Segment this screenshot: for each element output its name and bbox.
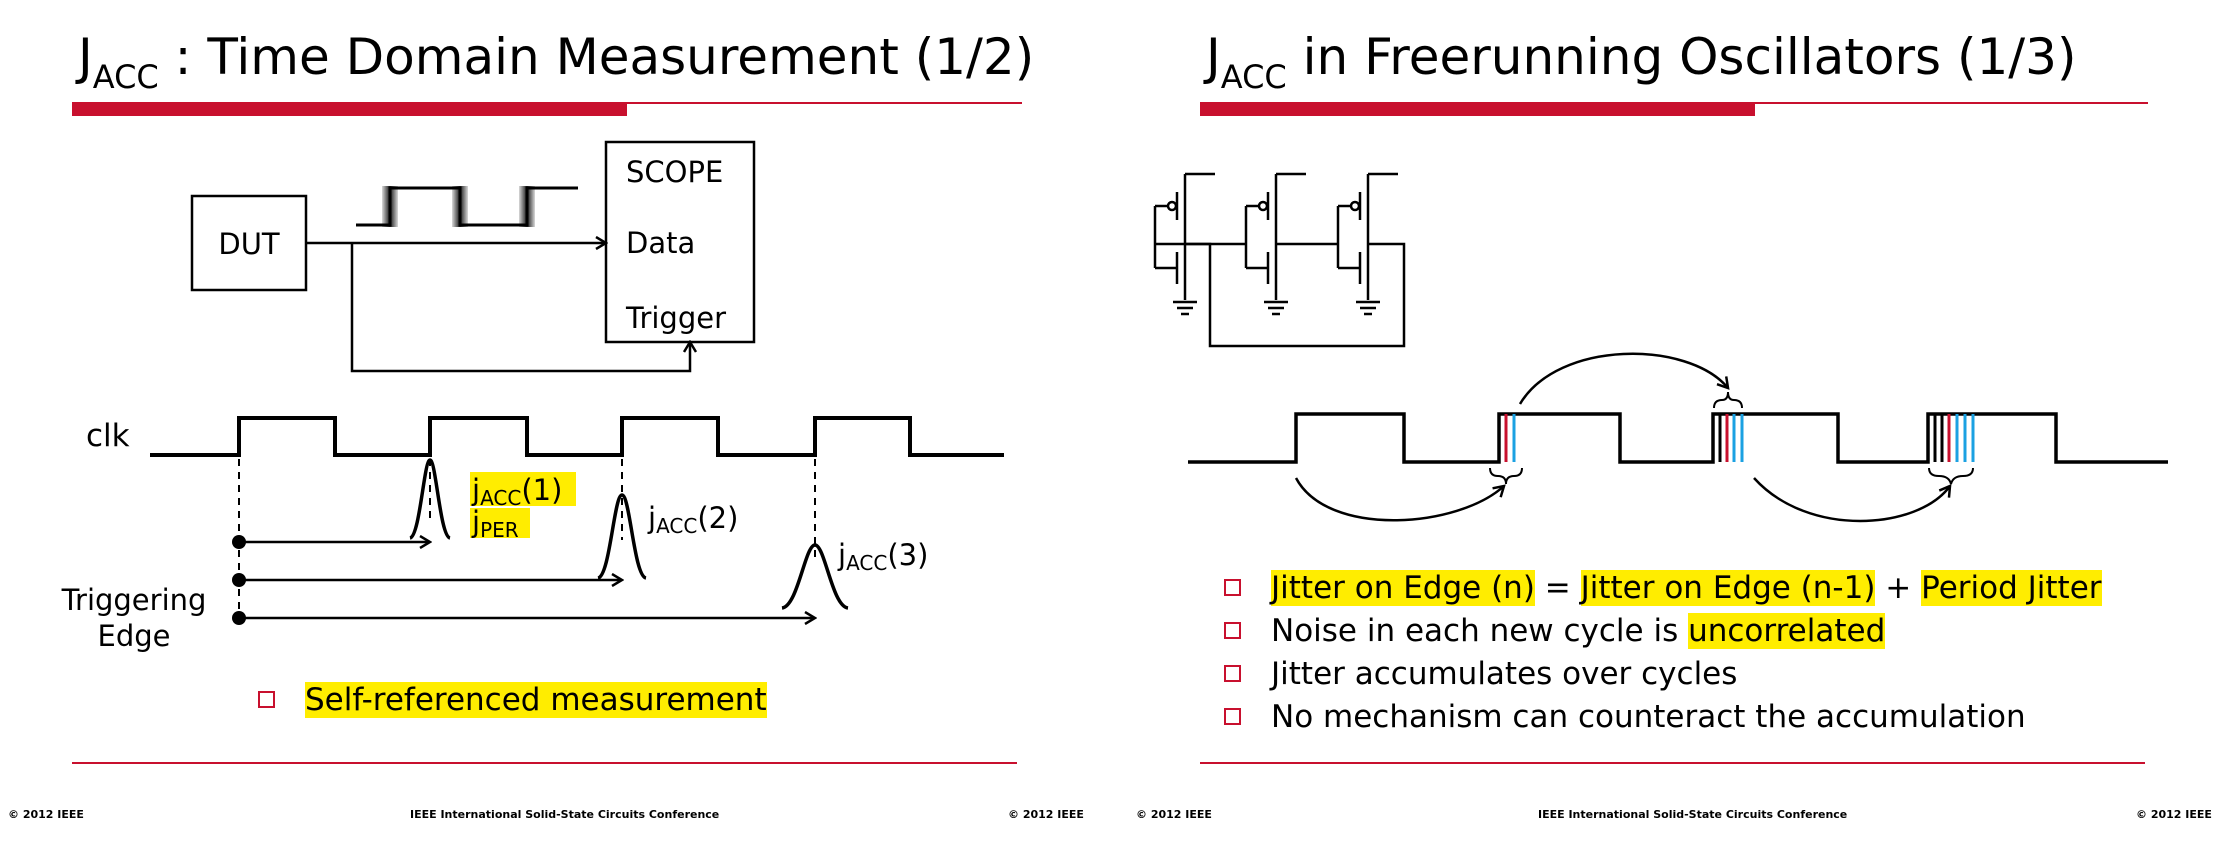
bullet-item-2: Noise in each new cycle is uncorrelated	[1224, 611, 1886, 651]
highlight-period-jitter: Period Jitter	[1921, 570, 2102, 606]
title-accent-bar	[72, 103, 627, 116]
dut-block: DUT	[190, 194, 308, 292]
scope-block: SCOPE Data Trigger	[604, 140, 756, 344]
jitter-edge-group-3	[1926, 414, 1975, 462]
bullet-text: No mechanism can counteract the accumula…	[1271, 699, 2026, 735]
bullet-item: Self-referenced measurement	[258, 680, 767, 720]
equals-sign: =	[1534, 570, 1581, 606]
trigger-dots	[232, 535, 246, 625]
highlight-edge-n-1: Jitter on Edge (n-1)	[1580, 570, 1876, 606]
clk-label: clk	[86, 418, 130, 454]
jitter-distributions	[408, 458, 849, 610]
scope-label: SCOPE	[626, 155, 723, 189]
accumulation-arrows	[1294, 352, 1952, 523]
highlight-edge-n: Jitter on Edge (n)	[1271, 570, 1535, 606]
bottom-rule	[72, 762, 1017, 764]
oscillator-waveform	[1188, 412, 2168, 464]
jacc2-label: jACC(2)	[647, 501, 738, 538]
jacc3-label: jACC(3)	[837, 538, 928, 575]
jacc1-highlight	[470, 472, 576, 506]
ring-oscillator-schematic	[1153, 172, 1406, 348]
dut-label: DUT	[218, 227, 280, 261]
footer-copyright-right: © 2012 IEEE	[2136, 808, 2212, 821]
jitter-edge-group-1	[1497, 414, 1516, 462]
slide-right: JACC in Freerunning Oscillators (1/3)	[1128, 0, 2220, 851]
triggering-edge-label-1: Triggering	[61, 583, 207, 617]
bullet-box-icon	[1224, 665, 1241, 682]
trigger-label: Trigger	[625, 301, 726, 335]
jitter-braces	[1489, 391, 1974, 485]
bullet-text: Self-referenced measurement	[305, 682, 767, 718]
trigger-arrows	[239, 542, 815, 618]
bullet-item-3: Jitter accumulates over cycles	[1224, 654, 1737, 694]
footer-copyright-left: © 2012 IEEE	[8, 808, 84, 821]
jittery-waveform	[356, 186, 578, 227]
oscillator-diagram	[1153, 172, 2168, 523]
title-accent-bar	[1200, 103, 1755, 116]
slide-title: JACC : Time Domain Measurement (1/2)	[78, 28, 1035, 96]
bullet-item-1: Jitter on Edge (n) = Jitter on Edge (n-1…	[1224, 568, 2102, 608]
bullet-box-icon	[1224, 579, 1241, 596]
jitter-edge-group-2	[1711, 414, 1744, 462]
bullet-box-icon	[1224, 708, 1241, 725]
measurement-diagram: DUT SCOPE Data Trigger clk	[61, 140, 1004, 653]
triggering-edge-label-2: Edge	[98, 619, 171, 653]
slide-title: JACC in Freerunning Oscillators (1/3)	[1206, 28, 2077, 96]
bullet-box-icon	[1224, 622, 1241, 639]
slide-left: JACC : Time Domain Measurement (1/2) DUT…	[8, 28, 1084, 821]
jacc1-label: jACC(1)	[471, 473, 562, 510]
footer-conference: IEEE International Solid-State Circuits …	[410, 808, 720, 821]
plus-sign: +	[1875, 570, 1922, 606]
bottom-rule	[1200, 762, 2145, 764]
footer-copyright-right: © 2012 IEEE	[1008, 808, 1084, 821]
highlight-uncorrelated: uncorrelated	[1688, 613, 1886, 649]
jper-label: jPER	[471, 505, 519, 542]
footer-copyright-left: © 2012 IEEE	[1136, 808, 1212, 821]
signal-wires	[306, 243, 690, 373]
bullet-text: Noise in each new cycle is	[1271, 613, 1689, 649]
footer-conference: IEEE International Solid-State Circuits …	[1538, 808, 1848, 821]
data-label: Data	[626, 226, 695, 260]
bullet-item-4: No mechanism can counteract the accumula…	[1224, 697, 2026, 737]
edge-markers	[238, 420, 816, 620]
clock-waveform	[150, 416, 1004, 457]
jper-highlight	[470, 508, 530, 538]
bullet-text: Jitter accumulates over cycles	[1271, 656, 1738, 692]
bullet-box-icon	[258, 691, 275, 708]
